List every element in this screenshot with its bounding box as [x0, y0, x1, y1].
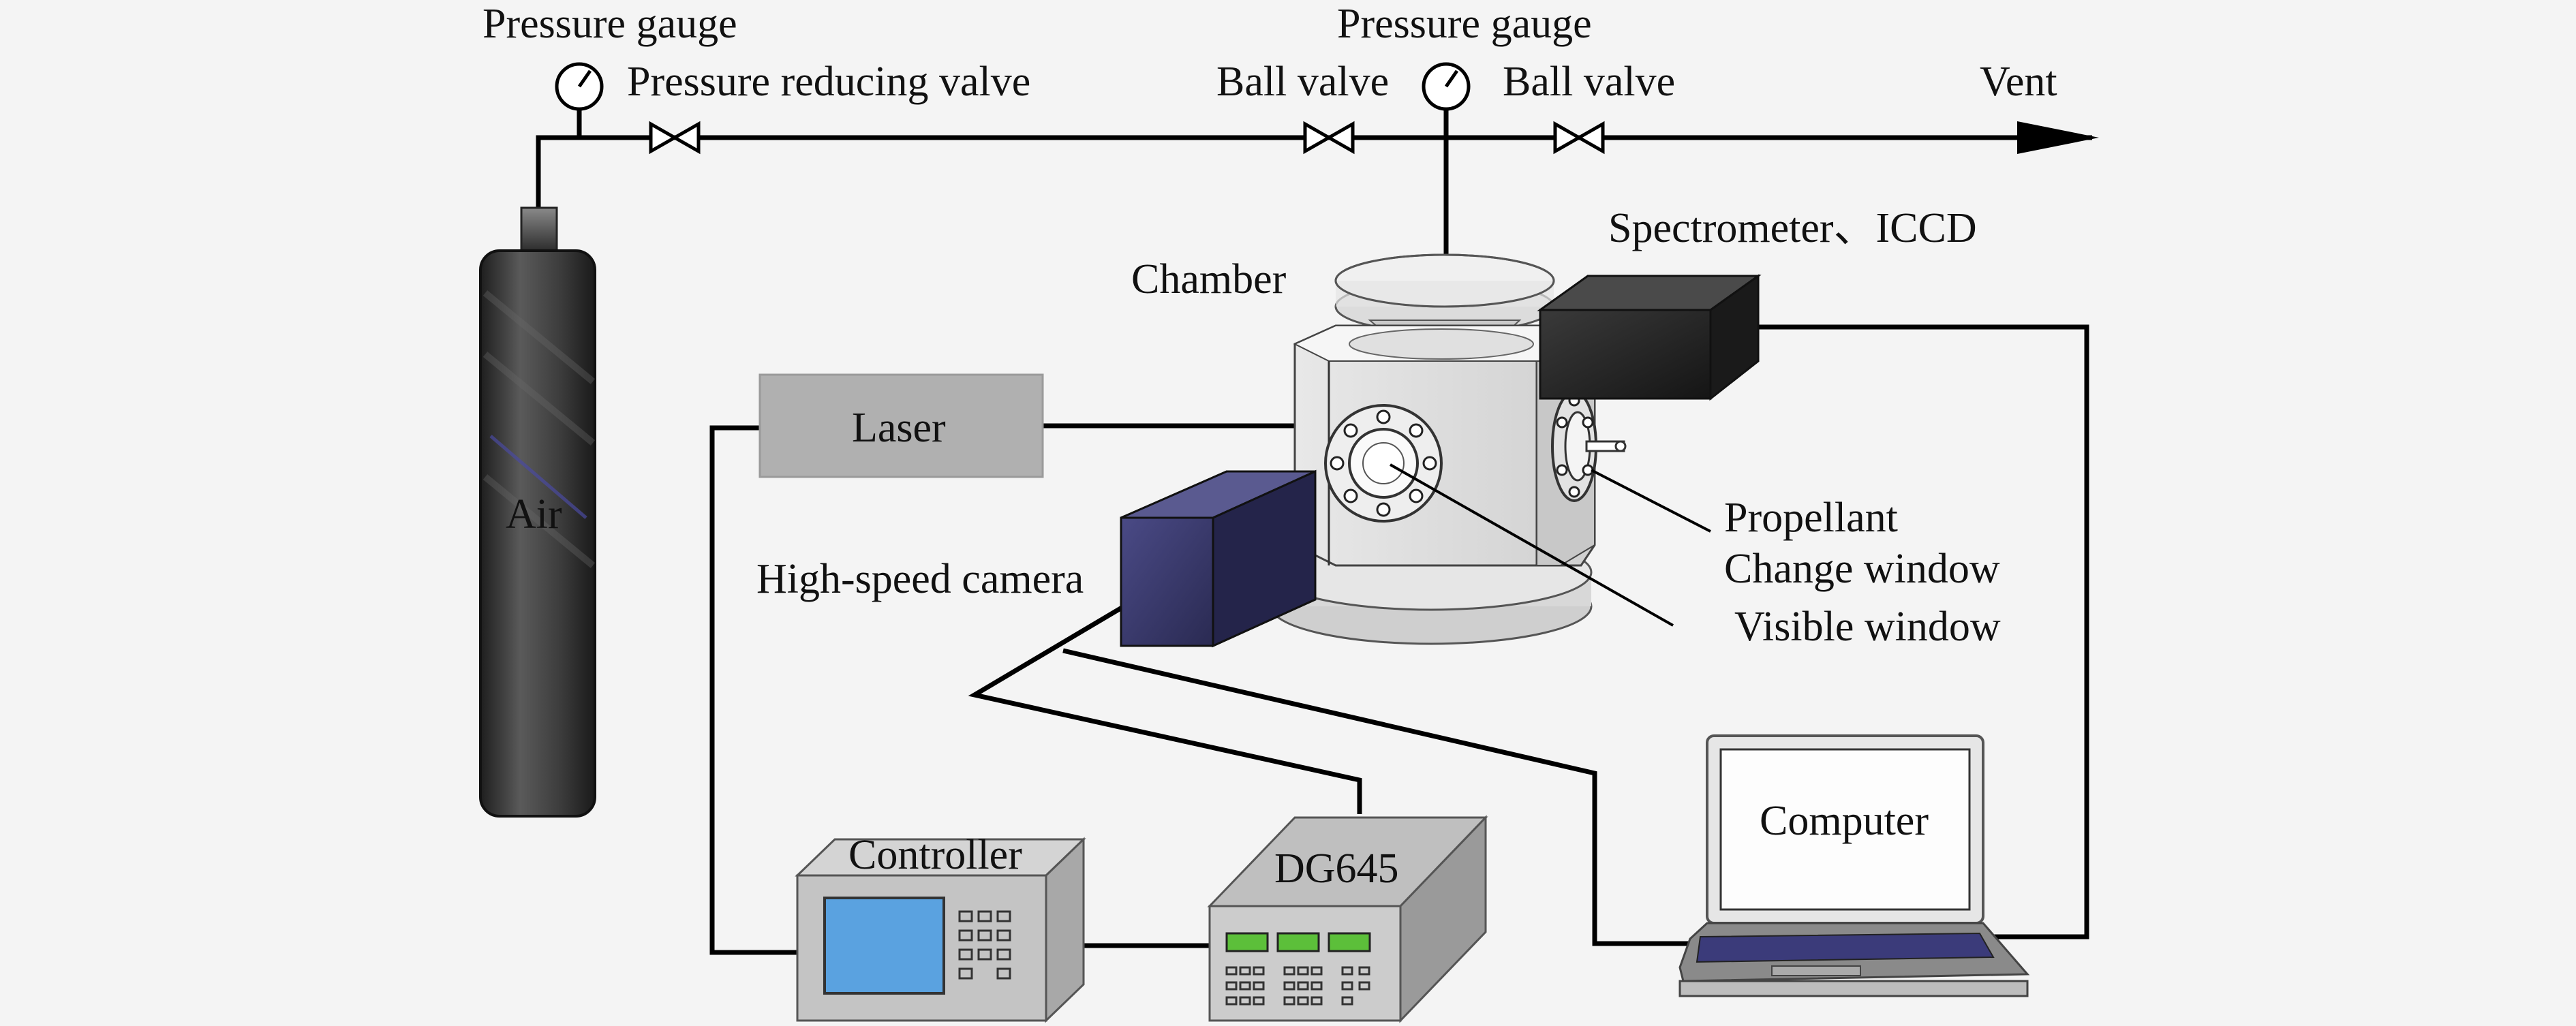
change-window-label: Change window [1724, 546, 2000, 592]
dg645-display-2 [1276, 932, 1320, 952]
vent-arrow [2017, 121, 2099, 154]
controller-unit [795, 837, 1086, 1023]
dg645-display-3 [1328, 932, 1371, 952]
laptop-keyboard [1696, 932, 1995, 963]
high-speed-camera [1120, 469, 1317, 648]
controller-screen [823, 897, 945, 995]
air-cylinder [479, 206, 596, 818]
laser-label: Laser [852, 405, 946, 451]
laptop-screen [1719, 748, 1971, 911]
air-cylinder-label: Air [506, 491, 562, 538]
propellant-label: Propellant [1724, 495, 1898, 541]
chamber-leader-lines [1390, 463, 1711, 627]
spectrometer-iccd [1537, 274, 1762, 401]
spectrometer-iccd-label: Spectrometer、ICCD [1608, 205, 1977, 251]
visible-window-label: Visible window [1734, 604, 2001, 650]
signal-wires [709, 324, 2089, 955]
computer-label: Computer [1760, 798, 1929, 844]
dg645-label: DG645 [1274, 845, 1399, 892]
controller-label: Controller [848, 832, 1022, 878]
chamber-label: Chamber [1131, 256, 1287, 302]
laptop-touchpad [1771, 965, 1861, 976]
laptop-computer [1678, 734, 2030, 997]
pressure-gauge-left-label: Pressure gauge [482, 1, 737, 47]
main-gas-pipe [536, 135, 2092, 211]
pressure-gauge-left-icon [555, 62, 604, 111]
chamber [1270, 253, 1627, 645]
ball-valve-left-label: Ball valve [1216, 59, 1389, 105]
pressure-reducing-valve-icon [649, 121, 701, 155]
ball-valve-left-icon [1303, 121, 1355, 155]
pressure-reducing-valve-label: Pressure reducing valve [627, 59, 1030, 105]
dg645-display-1 [1225, 932, 1269, 952]
pressure-gauge-right-label: Pressure gauge [1337, 1, 1592, 47]
ball-valve-right-icon [1553, 121, 1605, 155]
pressure-gauge-right-icon [1422, 62, 1471, 111]
dg645-unit [1207, 815, 1488, 1023]
vent-label: Vent [1980, 59, 2057, 105]
high-speed-camera-label: High-speed camera [756, 556, 1084, 602]
laser-box [758, 373, 1044, 478]
ball-valve-right-label: Ball valve [1503, 59, 1675, 105]
